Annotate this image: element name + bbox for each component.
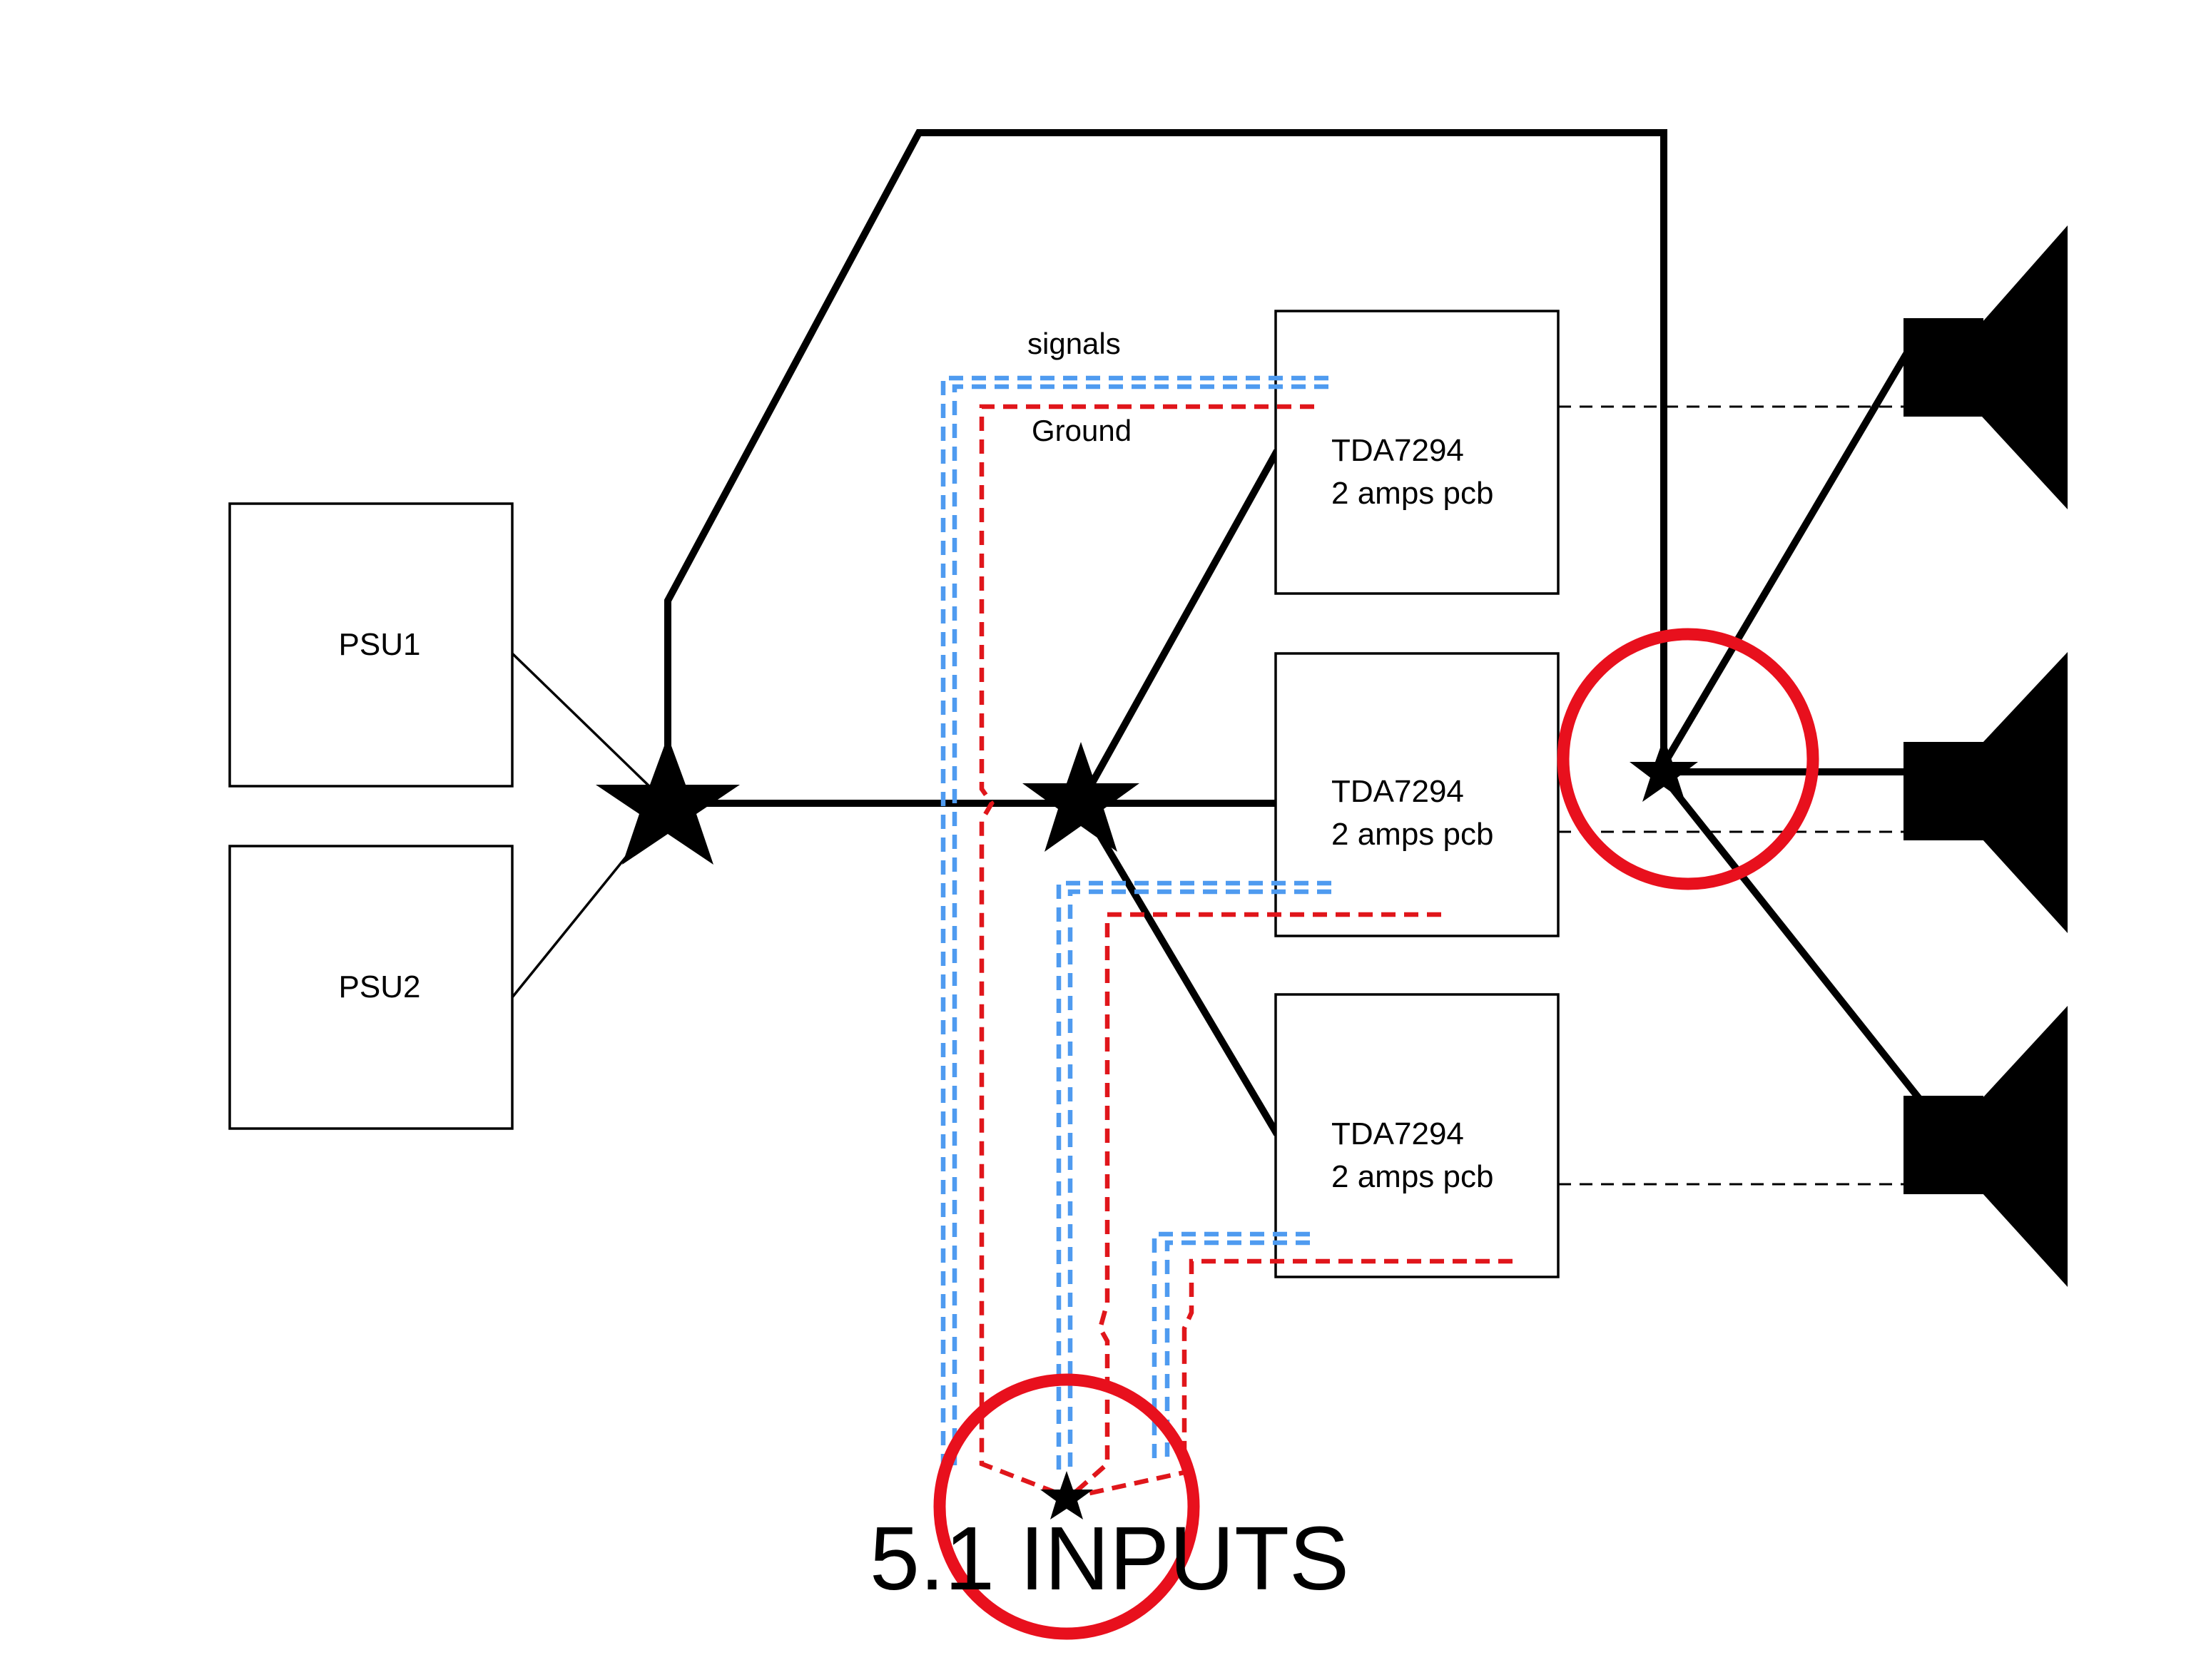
psu1-box: [228, 502, 514, 788]
input-ground-highlight-ring: [933, 1373, 1200, 1640]
amp-board-1-name: TDA7294: [1331, 433, 1464, 468]
amp-board-2: [1274, 652, 1560, 937]
amp-board-1-desc: 2 amps pcb: [1331, 476, 1493, 511]
psu1-link: [511, 652, 651, 788]
ground-run-amp2: [1068, 912, 1441, 1499]
signal-run-amp3b: [1152, 1231, 1310, 1465]
amp-board-3-desc: 2 amps pcb: [1331, 1159, 1493, 1194]
ground-label: Ground: [1032, 414, 1132, 447]
amp-board-3: [1274, 993, 1560, 1278]
input-star-ground-icon: [1040, 1471, 1093, 1519]
psu-star-ground-icon: [596, 736, 740, 865]
psu2-box: [228, 845, 514, 1130]
signal-run-amp1b: [940, 375, 1328, 1468]
psu2-label: PSU2: [339, 969, 421, 1004]
signal-run-amp2: [1067, 889, 1331, 1474]
speaker-return-bottom: [1661, 775, 1922, 1101]
ground-run-amp1: [979, 404, 1314, 1500]
amp-board-2-desc: 2 amps pcb: [1331, 817, 1493, 852]
speaker-icon: [1904, 1006, 2068, 1287]
ground-branch-amp1: [1077, 449, 1281, 805]
amp-board-3-name: TDA7294: [1331, 1116, 1464, 1151]
speaker-icon: [1904, 652, 2068, 933]
speaker-icon: [1904, 225, 2068, 509]
signal-run-amp1: [952, 384, 1328, 1468]
signal-run-amp2b: [1056, 880, 1331, 1474]
signals-label: signals: [1027, 327, 1121, 360]
ground-branch-amp3: [1077, 801, 1281, 1136]
speaker-ground-highlight-ring: [1557, 628, 1819, 890]
speaker-star-ground-icon: [1630, 738, 1698, 802]
psu2-link: [511, 853, 629, 999]
signal-run-amp3: [1164, 1240, 1310, 1465]
ground-bus-top-loop: [664, 129, 1667, 795]
amp-board-2-name: TDA7294: [1331, 774, 1464, 809]
ground-run-amp3: [1073, 1258, 1513, 1500]
inputs-title: 5.1 INPUTS: [870, 1508, 1349, 1609]
psu1-label: PSU1: [339, 627, 421, 662]
amp-star-ground-icon: [1022, 742, 1139, 852]
amp-board-1: [1274, 310, 1560, 595]
speaker-return-top: [1660, 352, 1910, 767]
